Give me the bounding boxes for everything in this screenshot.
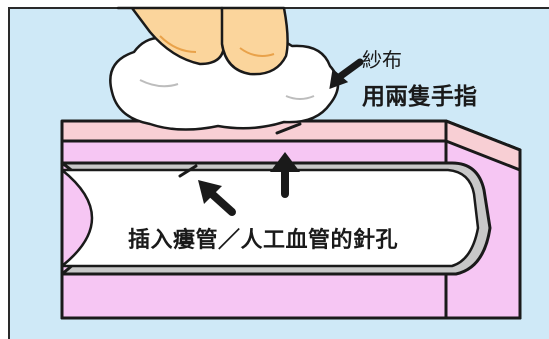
gauze-fold-1 [139,79,179,88]
arrow-vertical-icon [270,152,300,198]
upper-tissue-band [60,139,448,165]
lower-tissue-band [60,272,448,320]
arrow-to-gauze-icon [329,58,364,89]
needle-hole-skin [275,122,302,135]
vessel-lumen [60,168,480,268]
frame-border [8,7,549,339]
gauze-label: 紗布 [362,48,402,72]
side-face-skin [444,119,522,172]
fingernail-left [159,35,197,53]
two-fingers-label: 用兩隻手指 [362,84,477,110]
insertion-site-label: 插入瘻管／人工血管的針孔 [128,228,399,253]
fingernail-right [239,47,275,57]
arrow-diagonal-icon [198,180,236,216]
gauze-fold-2 [285,95,315,100]
needle-hole-vessel [178,164,198,178]
finger-right [220,6,289,76]
